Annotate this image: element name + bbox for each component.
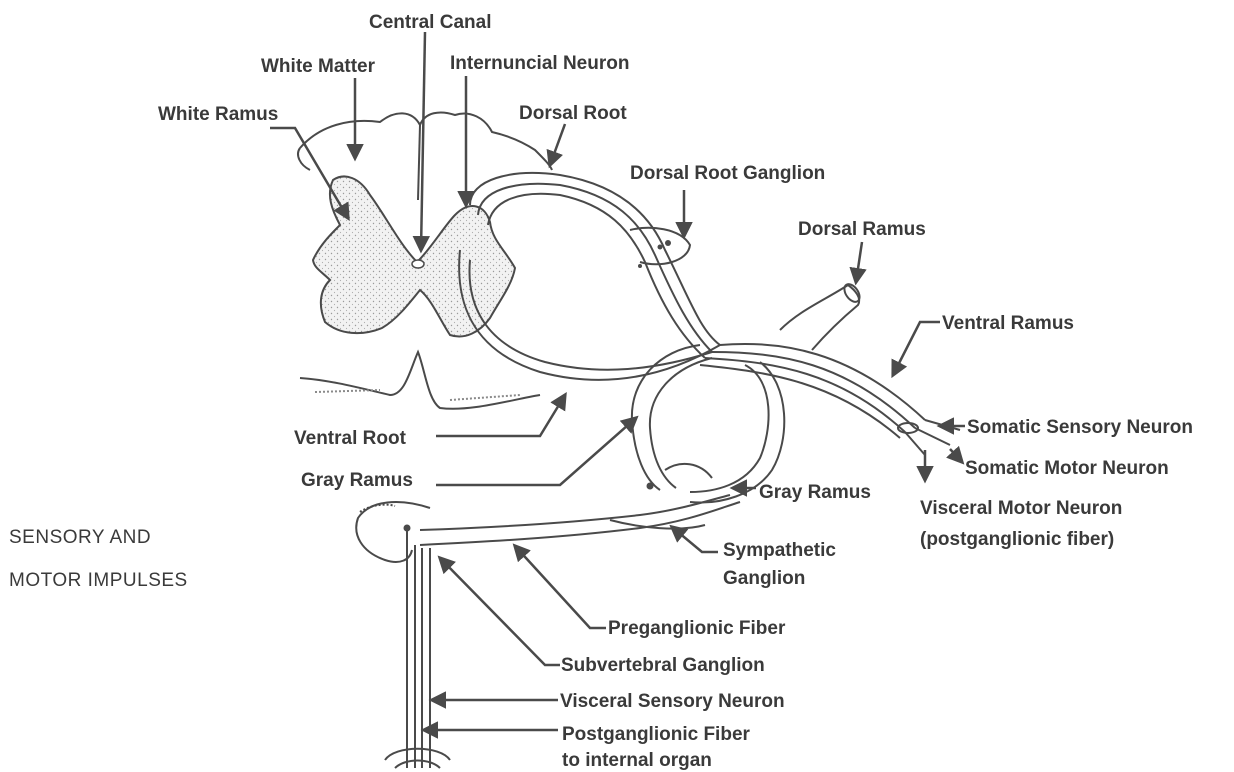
dorsal-ramus-shape xyxy=(780,285,859,350)
white-matter-outline xyxy=(300,112,552,170)
label-somatic-sensory-neuron: Somatic Sensory Neuron xyxy=(967,417,1193,438)
label-central-canal: Central Canal xyxy=(369,12,491,33)
diagram-title-line-2: MOTOR IMPULSES xyxy=(9,570,188,591)
label-sympathetic-ganglion-2: Ganglion xyxy=(723,568,805,589)
label-dorsal-ramus: Dorsal Ramus xyxy=(798,219,926,240)
label-ventral-ramus: Ventral Ramus xyxy=(942,313,1074,334)
ventral-cord-outline xyxy=(300,352,540,409)
label-sympathetic-ganglion-1: Sympathetic xyxy=(723,540,836,561)
label-preganglionic-fiber: Preganglionic Fiber xyxy=(608,618,786,639)
label-somatic-motor-neuron: Somatic Motor Neuron xyxy=(965,458,1169,479)
label-subvertebral-ganglion: Subvertebral Ganglion xyxy=(561,655,765,676)
label-dorsal-root: Dorsal Root xyxy=(519,103,627,124)
label-visceral-motor-neuron-1: Visceral Motor Neuron xyxy=(920,498,1122,519)
label-postganglionic-fiber-2: to internal organ xyxy=(562,750,712,771)
label-dorsal-root-ganglion: Dorsal Root Ganglion xyxy=(630,163,825,184)
labels: Central Canal White Matter Internuncial … xyxy=(9,12,1193,771)
subvertebral-ganglion-shape xyxy=(356,502,430,562)
label-postganglionic-fiber-1: Postganglionic Fiber xyxy=(562,724,751,745)
label-visceral-sensory-neuron: Visceral Sensory Neuron xyxy=(560,691,785,712)
label-gray-ramus-right: Gray Ramus xyxy=(759,482,871,503)
spinal-cord xyxy=(298,112,552,408)
label-ventral-root: Ventral Root xyxy=(294,428,407,449)
label-gray-ramus-left: Gray Ramus xyxy=(301,470,413,491)
label-white-matter: White Matter xyxy=(261,56,376,77)
label-white-ramus: White Ramus xyxy=(158,104,278,125)
label-internuncial-neuron: Internuncial Neuron xyxy=(450,53,629,74)
label-visceral-motor-neuron-2: (postganglionic fiber) xyxy=(920,529,1114,550)
diagram-title-line-1: SENSORY AND xyxy=(9,527,151,548)
